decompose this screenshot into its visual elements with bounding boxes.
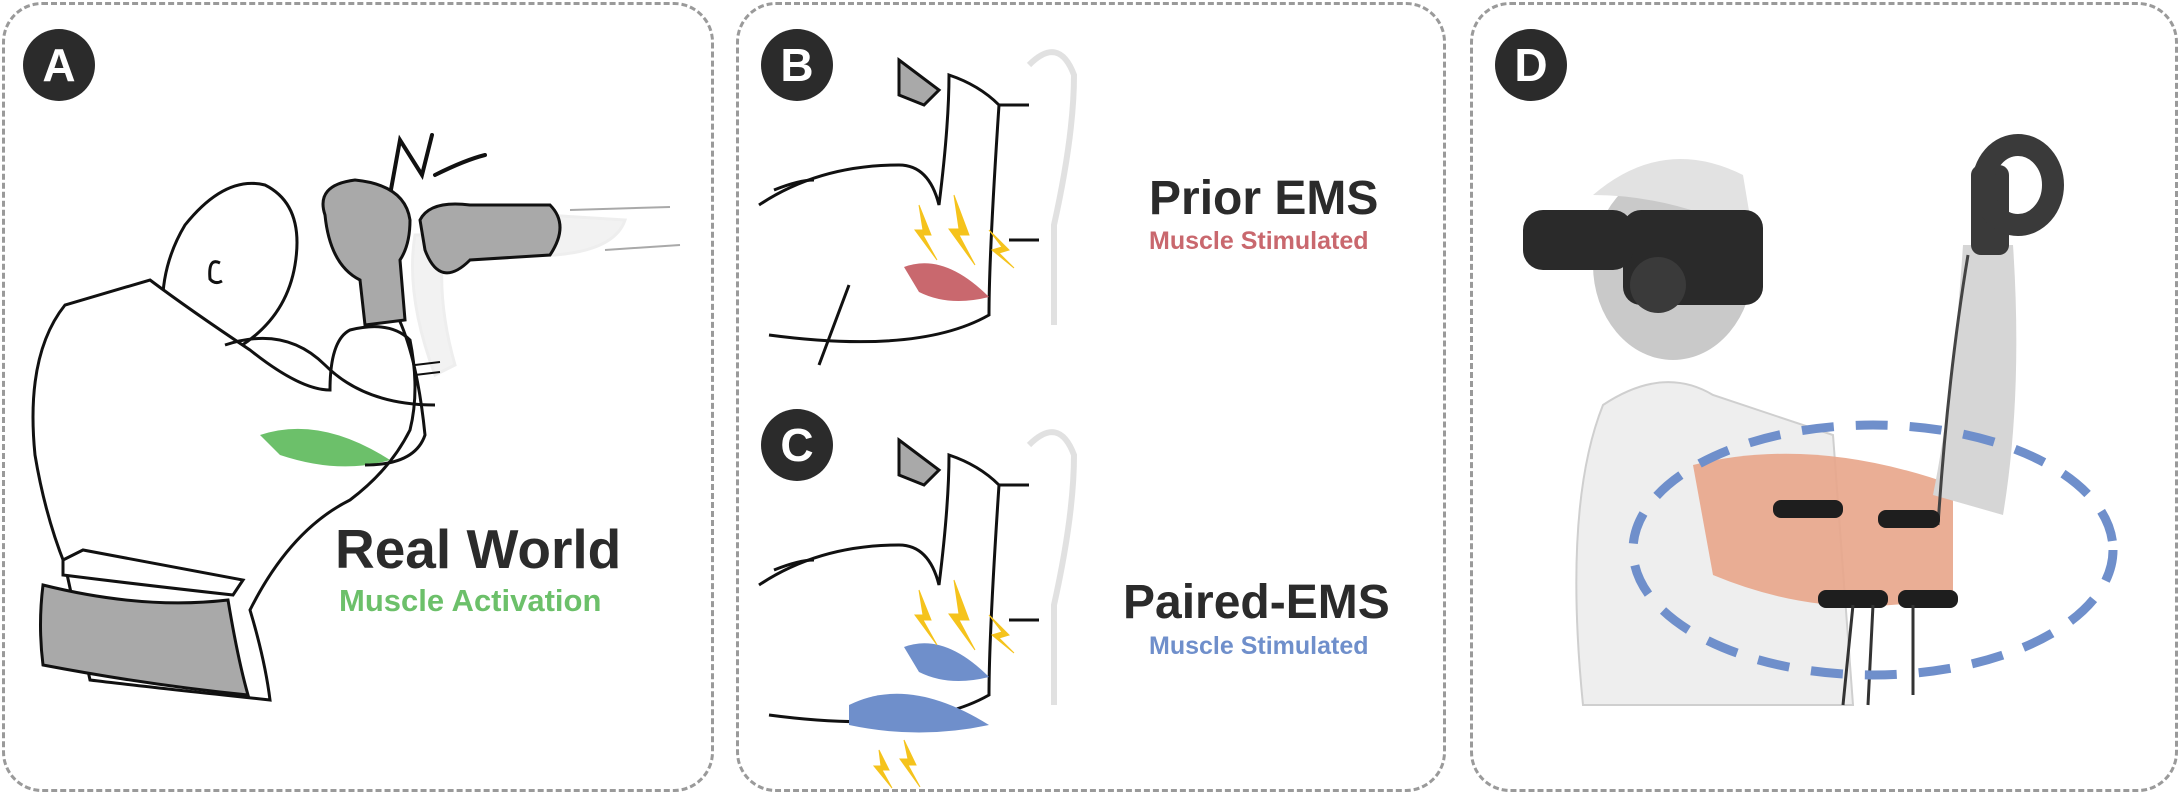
panel-label-a: A [23,29,95,101]
panel-a-subtitle: Muscle Activation [339,583,602,618]
vr-headset-icon [1523,210,1763,313]
panel-label-d: D [1495,29,1567,101]
user-upper-arm [1693,453,1953,607]
user-photo-illustration [1523,134,2118,706]
boxer-trunks [61,548,246,597]
lightning-bolt-icon [872,579,1015,789]
panel-photo: D [1470,2,2178,792]
prior-ems-arm-illustration [758,49,1078,366]
panel-label-c: C [761,409,833,481]
vr-controller-icon [1971,134,2064,255]
user-forearm [1933,245,2017,515]
biceps-stimulated-red [904,263,989,301]
impact-lines [388,133,487,197]
motion-blur-ghost [1026,49,1078,325]
paired-ems-arm-illustration [758,429,1078,789]
panel-a-title: Real World [335,518,622,580]
panel-c-subtitle: Muscle Stimulated [1149,632,1369,660]
lightning-bolt-icon [914,194,1015,269]
boxing-glove-icon [321,178,562,327]
biceps-activation-highlight [260,428,390,467]
panel-b-title: Prior EMS [1149,172,1379,225]
vr-controller-icon [897,57,942,107]
panel-real-world: A Real World Muscle Activation [2,2,714,792]
panel-c-title: Paired-EMS [1123,576,1390,629]
boxer-torso [31,278,417,702]
stimulation-area-highlight [1628,420,2118,680]
electrode-pad-icon [1773,500,1958,608]
triceps-stimulated-blue [849,693,989,733]
panel-b-subtitle: Muscle Stimulated [1149,227,1369,255]
boxer-illustration [31,133,681,702]
vr-controller-icon [897,437,942,487]
biceps-stimulated-blue [904,643,989,681]
panel-ems-comparison: B C P [736,2,1446,792]
panel-label-b: B [761,29,833,101]
